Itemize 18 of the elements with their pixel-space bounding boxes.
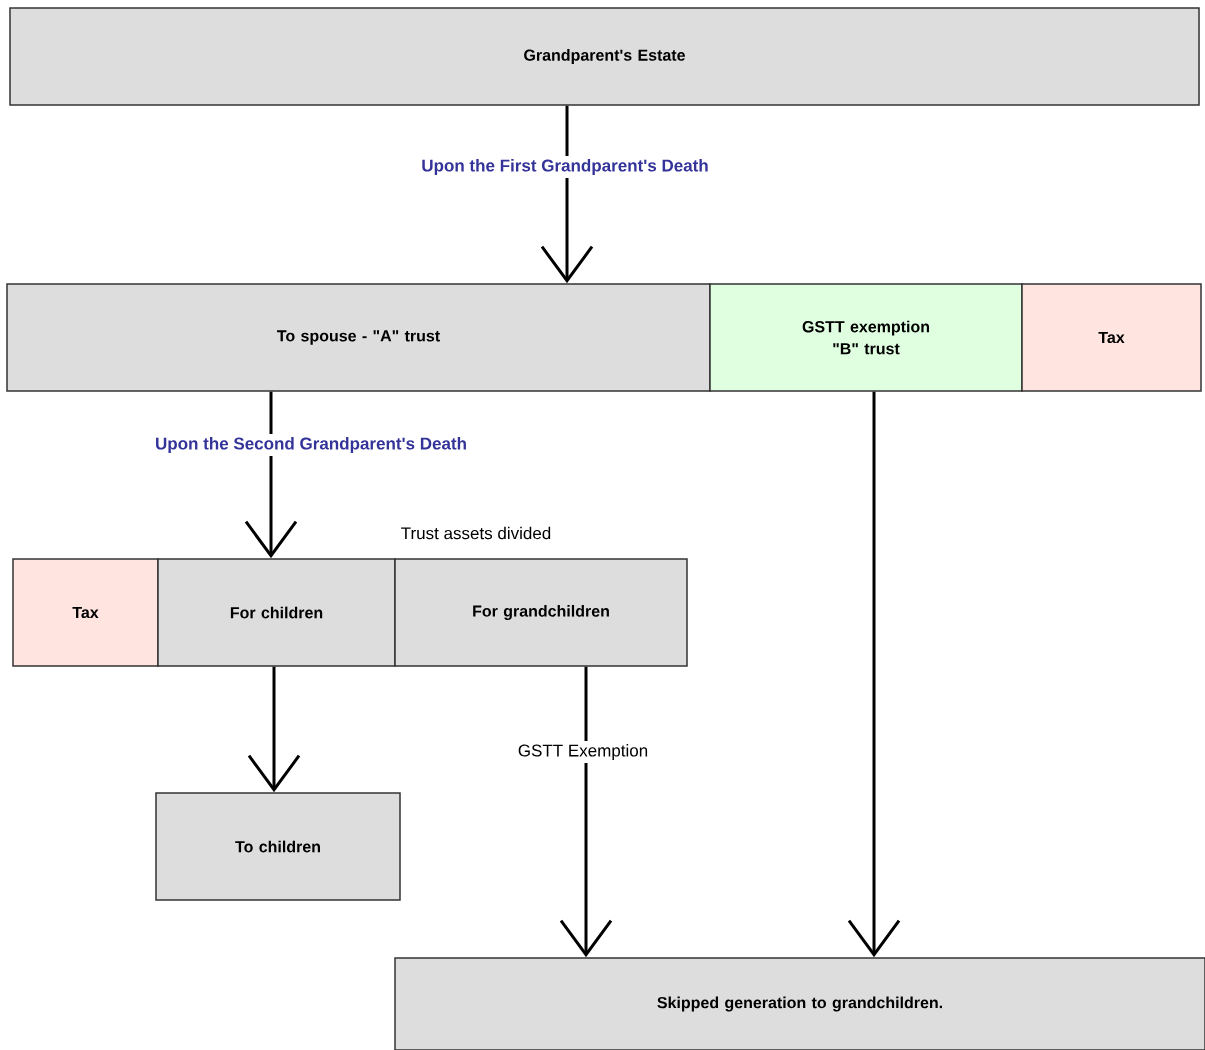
process-box: Skipped generation to grandchildren.	[394, 957, 1205, 1050]
arrow	[540, 105, 594, 284]
arrow	[847, 391, 901, 958]
edge-label: Upon the First Grandparent's Death	[422, 159, 708, 175]
arrow	[244, 391, 298, 559]
process-box: Tax	[12, 558, 159, 667]
edge-label: Upon the Second Grandparent's Death	[156, 437, 466, 453]
process-box: To children	[155, 792, 401, 901]
note-text: Trust assets divided	[401, 526, 551, 540]
process-box: Tax	[1021, 283, 1202, 392]
process-box: To spouse - "A" trust	[6, 283, 711, 392]
arrow	[247, 666, 301, 793]
process-box: For children	[157, 558, 396, 667]
edge-label: GSTT Exemption	[518, 744, 648, 760]
arrow	[559, 666, 613, 958]
process-box: GSTT exemption "B" trust	[709, 283, 1023, 392]
process-box: Grandparent's Estate	[9, 7, 1200, 106]
process-box: For grandchildren	[394, 558, 688, 667]
